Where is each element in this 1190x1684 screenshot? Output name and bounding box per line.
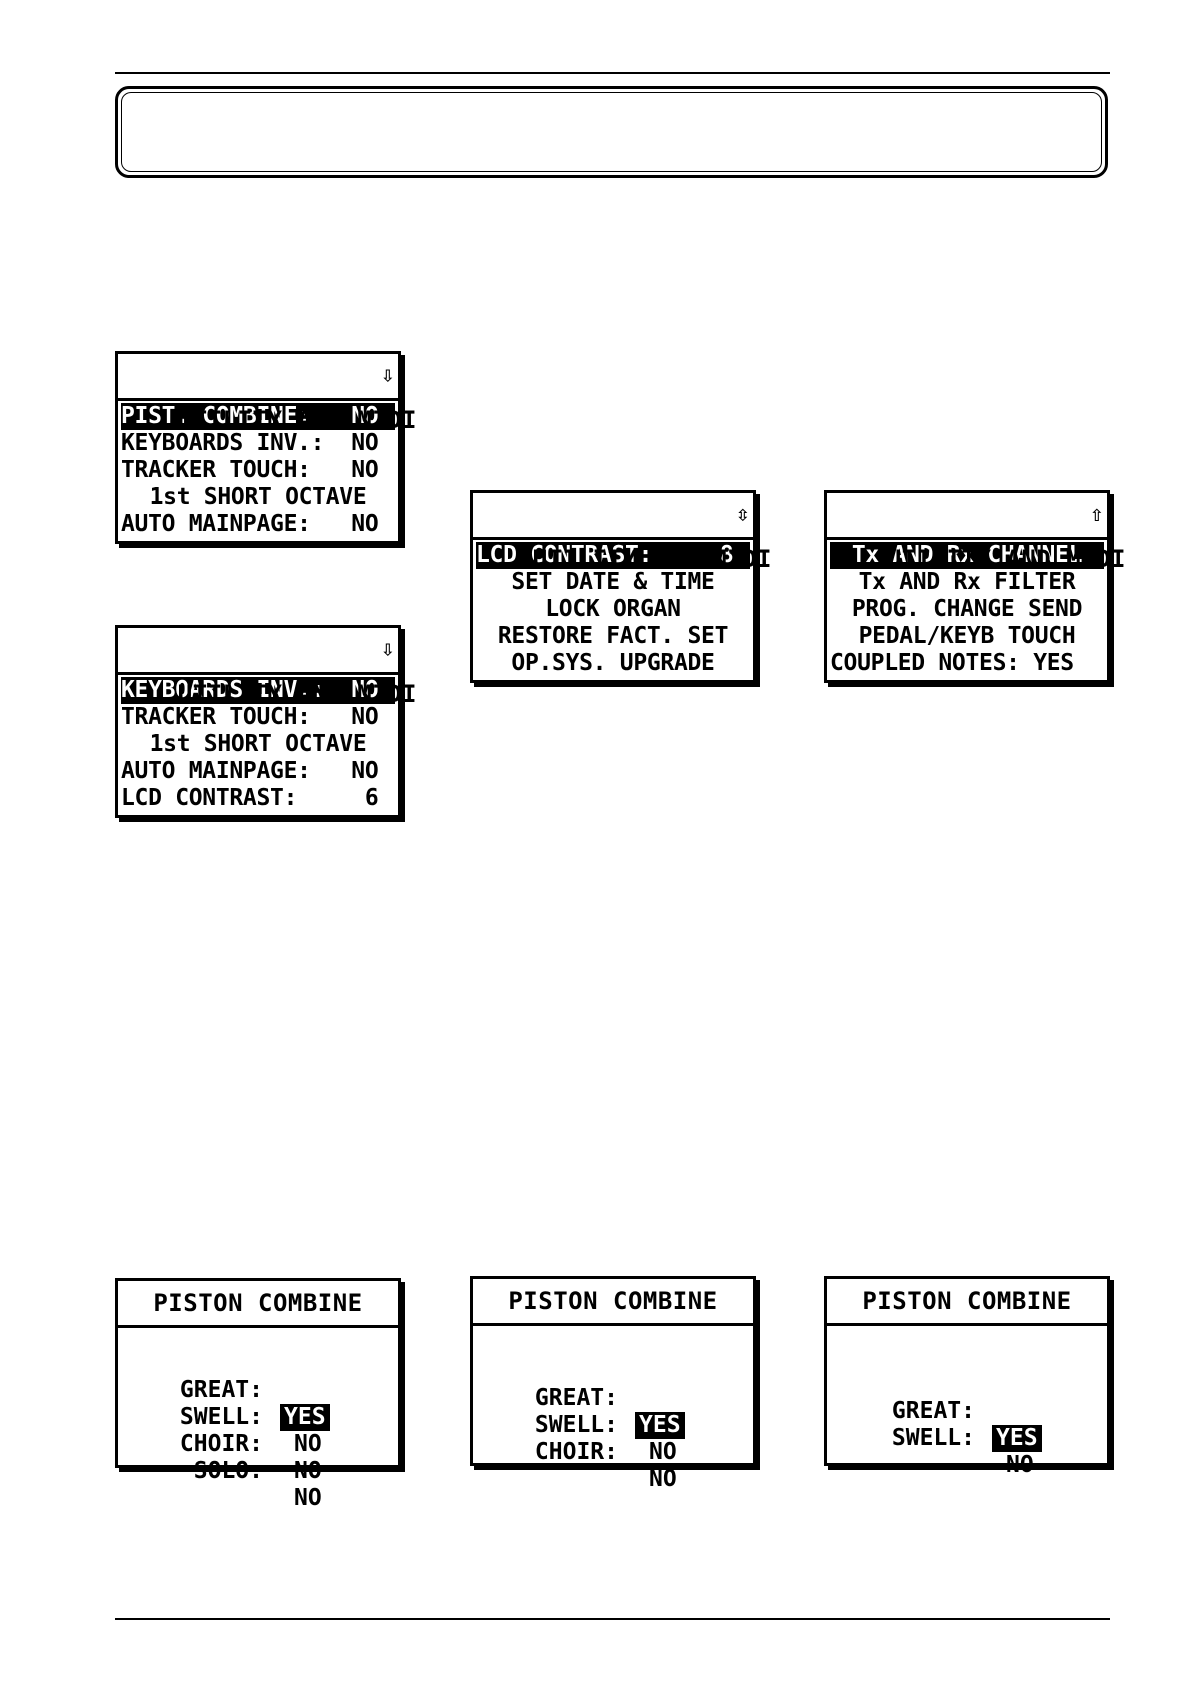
piston-value[interactable]: NO	[294, 1485, 322, 1511]
piston-row[interactable]: GREAT: YES	[473, 1358, 753, 1439]
scroll-up-down-arrow-icon: ⇳	[736, 502, 750, 527]
menu-row[interactable]: AUTO MAINPAGE: NO	[121, 511, 379, 537]
lcd-title: PISTON COMBINE	[118, 1281, 398, 1328]
piston-row[interactable]: SWELL: NO	[473, 1385, 753, 1465]
piston-list: GREAT: YES SWELL: NO CHOIR: NO SOLO: NO	[118, 1328, 398, 1511]
scroll-down-arrow-icon: ⇩	[381, 637, 395, 662]
piston-value[interactable]: NO	[649, 1466, 677, 1492]
piston-list: GREAT: YES SWELL: NO CHOIR: NO	[473, 1326, 753, 1492]
piston-value[interactable]: YES	[635, 1412, 685, 1439]
manual-label: SWELL:	[179, 1404, 263, 1430]
section-title-box	[115, 86, 1108, 178]
menu-row[interactable]: 1st SHORT OCTAVE	[149, 731, 367, 757]
lcd-screen-piston-3-manuals: PISTON COMBINE GREAT: YES SWELL: NO CHOI…	[470, 1276, 756, 1492]
manual-label: CHOIR:	[179, 1431, 263, 1457]
menu-row[interactable]: LCD CONTRAST: 8	[476, 542, 750, 569]
lcd-screen-utility-1: UTILITY AND MIDI ⇩ PIST. COMBINE: NO KEY…	[115, 351, 416, 544]
scroll-up-arrow-icon: ⇧	[1090, 502, 1104, 527]
piston-row[interactable]: CHOIR: NO	[118, 1404, 398, 1484]
menu-row[interactable]: Tx AND Rx CHANNEL	[830, 542, 1104, 569]
menu-row[interactable]: LCD CONTRAST: 6	[121, 785, 379, 811]
menu-row[interactable]: LOCK ORGAN	[545, 596, 681, 622]
manual-label: SWELL:	[891, 1425, 975, 1451]
piston-row[interactable]: SWELL: NO	[827, 1398, 1107, 1478]
menu-row[interactable]: SET DATE & TIME	[511, 569, 715, 595]
lcd-screen-utility-4: UTILITY AND MIDI ⇧ Tx AND Rx CHANNEL Tx …	[824, 490, 1125, 683]
menu-row[interactable]: AUTO MAINPAGE: NO	[121, 758, 379, 784]
piston-value[interactable]: NO	[649, 1439, 677, 1465]
piston-row[interactable]: SWELL: NO	[118, 1377, 398, 1457]
lcd-title: PISTON COMBINE	[473, 1279, 753, 1326]
menu-row[interactable]: 1st SHORT OCTAVE	[149, 484, 367, 510]
piston-value[interactable]: YES	[280, 1404, 330, 1431]
piston-list: GREAT: YES SWELL: NO	[827, 1326, 1107, 1478]
menu-row[interactable]: KEYBOARDS INV.: NO	[121, 677, 395, 704]
lcd-menu-list: LCD CONTRAST: 8 SET DATE & TIME LOCK ORG…	[473, 540, 753, 680]
piston-value[interactable]: NO	[294, 1458, 322, 1484]
manual-label: SWELL:	[534, 1412, 618, 1438]
top-rule	[115, 72, 1110, 74]
menu-row[interactable]: PEDAL/KEYB TOUCH	[858, 623, 1076, 649]
lcd-title: UTILITY AND MIDI ⇧	[827, 493, 1125, 573]
lcd-screen-utility-3: UTILITY AND MIDI ⇳ LCD CONTRAST: 8 SET D…	[470, 490, 771, 683]
piston-row[interactable]: SOLO: NO	[118, 1431, 398, 1511]
menu-row[interactable]: TRACKER TOUCH: NO	[121, 457, 379, 483]
lcd-title: PISTON COMBINE	[827, 1279, 1107, 1326]
menu-row[interactable]: Tx AND Rx FILTER	[858, 569, 1076, 595]
menu-row[interactable]: KEYBOARDS INV.: NO	[121, 430, 379, 456]
piston-row[interactable]: CHOIR: NO	[473, 1412, 753, 1492]
piston-value[interactable]: NO	[294, 1431, 322, 1457]
menu-row[interactable]: PROG. CHANGE SEND	[851, 596, 1083, 622]
menu-row[interactable]: OP.SYS. UPGRADE	[511, 650, 715, 676]
lcd-menu-list: Tx AND Rx CHANNEL Tx AND Rx FILTER PROG.…	[827, 540, 1107, 680]
lcd-screen-piston-4-manuals: PISTON COMBINE GREAT: YES SWELL: NO CHOI…	[115, 1278, 401, 1511]
lcd-title: UTILITY AND MIDI ⇩	[118, 354, 416, 434]
menu-row[interactable]: TRACKER TOUCH: NO	[121, 704, 379, 730]
lcd-title: UTILITY AND MIDI ⇳	[473, 493, 771, 573]
manual-label: SOLO:	[193, 1458, 263, 1484]
piston-row[interactable]: GREAT: YES	[118, 1350, 398, 1431]
lcd-screen-utility-2: UTILITY AND MIDI ⇩ KEYBOARDS INV.: NO TR…	[115, 625, 416, 818]
manual-label: GREAT:	[534, 1385, 618, 1411]
bottom-rule	[115, 1618, 1110, 1620]
manual-label: GREAT:	[179, 1377, 263, 1403]
piston-value[interactable]: NO	[1006, 1452, 1034, 1478]
lcd-menu-list: KEYBOARDS INV.: NO TRACKER TOUCH: NO 1st…	[118, 675, 398, 815]
menu-row[interactable]: PIST. COMBINE: NO	[121, 403, 395, 430]
piston-value[interactable]: YES	[992, 1425, 1042, 1452]
lcd-menu-list: PIST. COMBINE: NO KEYBOARDS INV.: NO TRA…	[118, 401, 398, 541]
lcd-title: UTILITY AND MIDI ⇩	[118, 628, 416, 708]
menu-row[interactable]: COUPLED NOTES: YES	[830, 650, 1074, 676]
manual-label: CHOIR:	[534, 1439, 618, 1465]
manual-label: GREAT:	[891, 1398, 975, 1424]
lcd-screen-piston-2-manuals: PISTON COMBINE GREAT: YES SWELL: NO	[824, 1276, 1110, 1478]
scroll-down-arrow-icon: ⇩	[381, 363, 395, 388]
menu-row[interactable]: RESTORE FACT. SET	[497, 623, 729, 649]
piston-row[interactable]: GREAT: YES	[827, 1371, 1107, 1452]
